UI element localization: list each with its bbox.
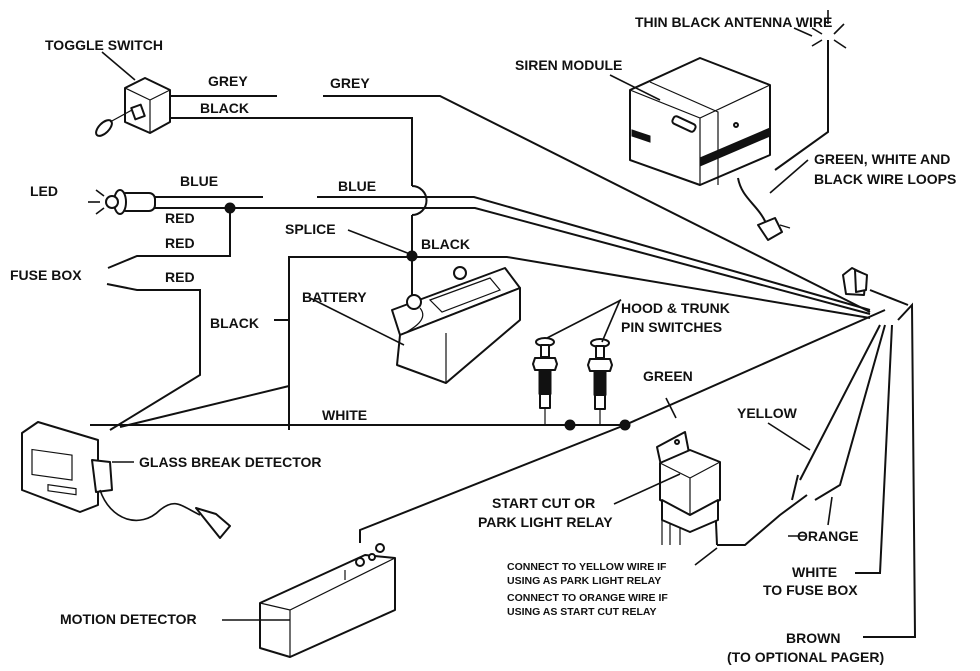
label-wire-orange: ORANGE [797,528,858,544]
led-icon [88,189,156,215]
wire-green [359,309,886,543]
leader-green [665,397,677,419]
label-battery: BATTERY [302,289,367,305]
leader-orange2 [827,496,833,526]
pin-switch-icon-1 [532,337,558,425]
label-led: LED [30,183,58,199]
note-yellow-1: CONNECT TO YELLOW WIRE IF [507,561,667,573]
wire-red-fuse2 [106,283,201,431]
wire-red-fuse1 [107,208,231,269]
wire-white-fuse [855,324,893,574]
label-wire-loops-1: GREEN, WHITE AND [814,151,950,167]
leader-splice [347,229,411,255]
label-wire-black-left: BLACK [210,315,259,331]
wire-yellow-top [799,324,881,481]
glass-break-detector-icon [21,421,231,539]
label-wire-black-splice: BLACK [421,236,470,252]
wire-relay-lead [717,494,808,546]
labels: TOGGLE SWITCH GREY BLACK GREY LED BLUE B… [10,14,956,665]
splice-dot-black [406,250,418,262]
note-yellow-2: USING AS PARK LIGHT RELAY [507,575,661,587]
label-wire-grey-main: GREY [330,75,370,91]
wires [90,40,917,638]
leader-pin2 [601,299,621,343]
wire-antenna [774,40,829,171]
label-wire-red-fuse2: RED [165,269,195,285]
label-splice: SPLICE [285,221,336,237]
wire-blue-main [317,196,871,311]
wire-black-switch [170,117,413,186]
wire-grey-main [323,95,871,313]
label-wire-green: GREEN [643,368,693,384]
pin-switch-icon-2 [587,338,613,425]
label-antenna: THIN BLACK ANTENNA WIRE [635,14,832,30]
wire-orange [814,324,886,501]
leader-loops [769,159,809,194]
relay-icon [656,431,721,545]
wire-yellow-end [791,474,799,501]
label-wire-blue-main: BLUE [338,178,376,194]
label-wire-brown-1: BROWN [786,630,840,646]
antenna-icon [811,10,847,49]
label-wire-white-fuse-2: TO FUSE BOX [763,582,858,598]
label-wire-loops-2: BLACK WIRE LOOPS [814,171,956,187]
label-wire-grey-switch: GREY [208,73,248,89]
wire-black-glass [119,385,290,428]
battery-icon [391,266,521,384]
label-wire-brown-2: (TO OPTIONAL PAGER) [727,649,884,665]
leader-pin1 [546,299,622,339]
note-orange-2: USING AS START CUT RELAY [507,606,657,618]
leader-battery [309,297,405,346]
label-toggle-switch: TOGGLE SWITCH [45,37,163,53]
wire-crossover-hop [411,185,428,216]
toggle-switch-icon [95,77,171,137]
label-siren-module: SIREN MODULE [515,57,622,73]
label-pin-switches-2: PIN SWITCHES [621,319,722,335]
splice-dot-pin2 [619,419,631,431]
harness-connector-icon [842,267,868,296]
label-wire-blue-led: BLUE [180,173,218,189]
label-wire-white-fuse-1: WHITE [792,564,837,580]
leader-relay [613,473,681,505]
leader-antenna [793,27,813,37]
label-pin-switches-1: HOOD & TRUNK [621,300,730,316]
leader-yellow [767,422,811,451]
wire-brown [863,302,917,638]
leader-connect-note [694,547,718,566]
label-wire-white-main: WHITE [322,407,367,423]
label-wire-yellow: YELLOW [737,405,798,421]
label-relay-2: PARK LIGHT RELAY [478,514,613,530]
note-orange-1: CONNECT TO ORANGE WIRE IF [507,592,668,604]
label-motion-detector: MOTION DETECTOR [60,611,197,627]
label-relay-1: START CUT OR [492,495,595,511]
leader-toggle-switch [101,51,136,81]
label-wire-red-led: RED [165,210,195,226]
wire-black-main [288,256,871,430]
wire-red-led [150,207,871,315]
leader-lines [101,27,833,621]
label-wire-black-switch: BLACK [200,100,249,116]
leader-siren [609,74,661,101]
siren-module-icon [629,57,791,241]
label-fuse-box: FUSE BOX [10,267,82,283]
label-glass-break: GLASS BREAK DETECTOR [139,454,322,470]
wire-harness-top [869,289,909,306]
splice-dot-led [224,202,236,214]
splice-dot-pin1 [564,419,576,431]
motion-detector-icon [259,543,396,658]
label-wire-red-fuse1: RED [165,235,195,251]
